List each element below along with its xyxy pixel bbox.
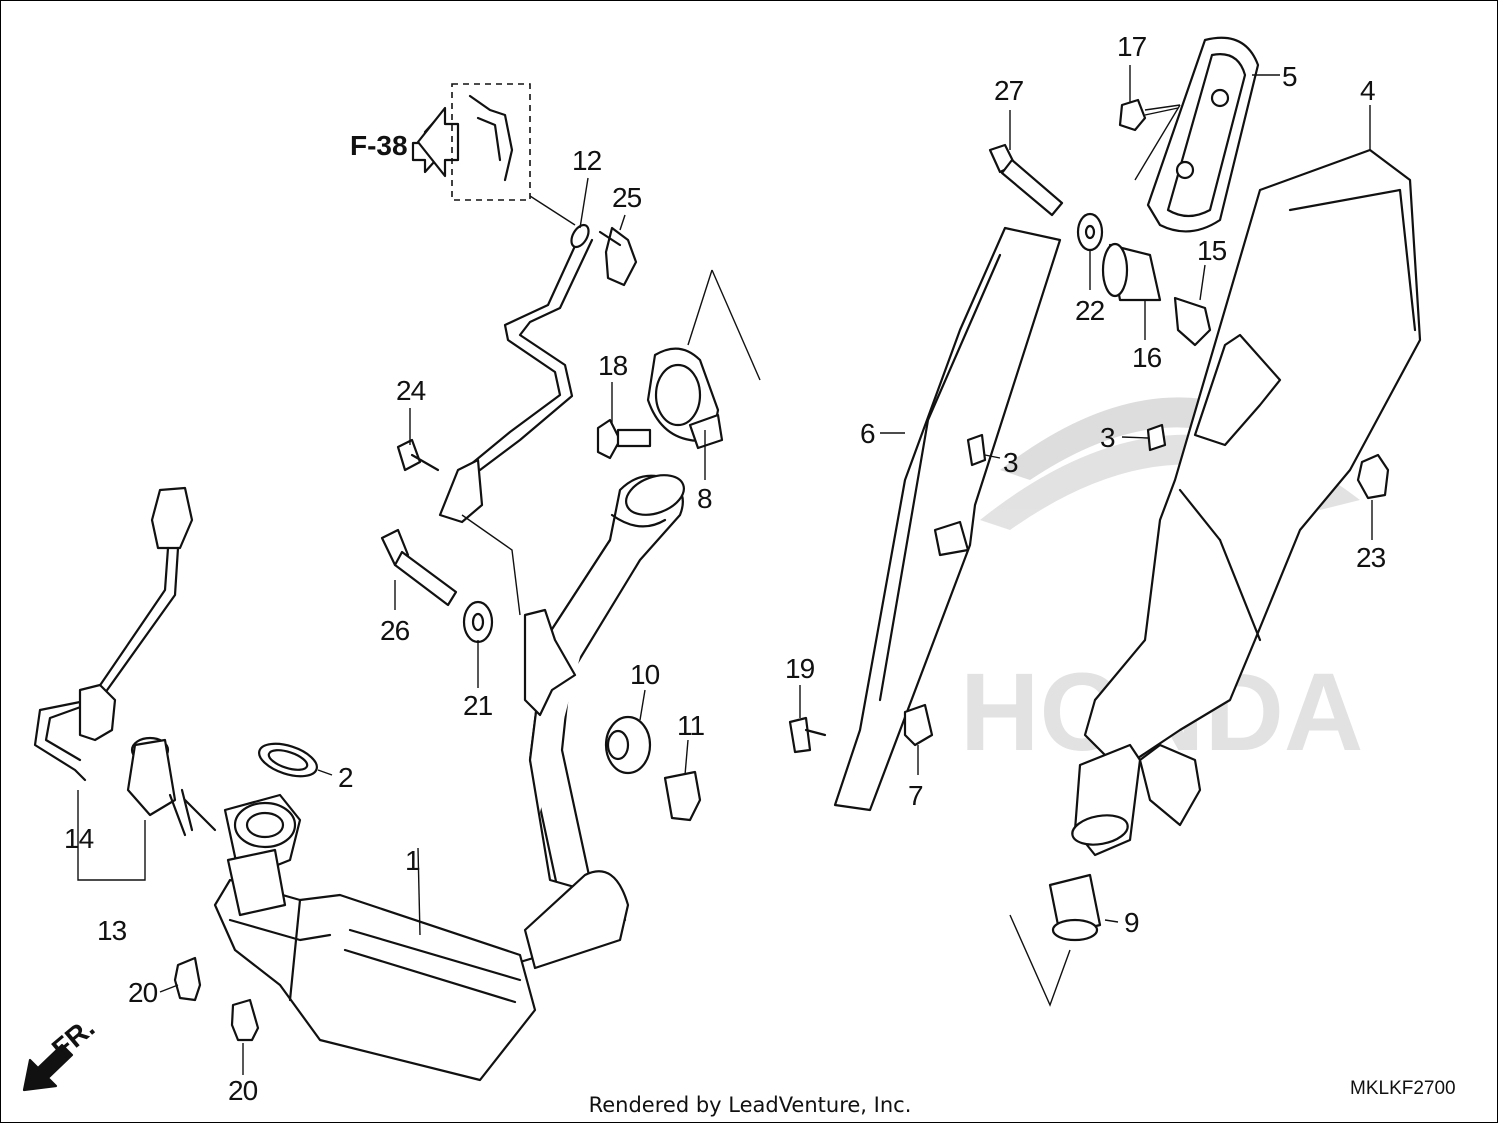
pipe-bracket	[461, 514, 577, 717]
f38-dashed-box	[451, 83, 531, 201]
callout-24: 24	[396, 375, 426, 406]
callout-13: 13	[97, 915, 127, 946]
callout-2: 2	[338, 762, 353, 793]
bolt-24	[396, 438, 440, 472]
washer-22	[1076, 212, 1104, 252]
diagram-code: MKLKF2700	[1350, 1078, 1456, 1099]
grommet-3-a	[966, 433, 987, 467]
catalyzer-body	[213, 793, 537, 1082]
bolt-18	[596, 418, 652, 460]
collar-9	[1009, 873, 1119, 1007]
callout-19: 19	[785, 653, 815, 684]
front-arrow: FR.	[22, 1012, 100, 1092]
callout-9: 9	[1124, 907, 1139, 938]
callout-5: 5	[1282, 61, 1297, 92]
callout-23: 23	[1356, 542, 1386, 573]
callout-26: 26	[380, 615, 410, 646]
callout-10: 10	[630, 659, 660, 690]
collar-7	[903, 703, 934, 747]
callout-4: 4	[1360, 75, 1375, 106]
grommet-3-b	[1146, 423, 1167, 452]
callouts: 1 2 3 3 4 5 6 7 8 9 10 11 12 13 14 15 16…	[64, 31, 1387, 1106]
callout-1: 1	[405, 845, 420, 876]
bolt-25	[598, 226, 638, 287]
collar-11	[663, 770, 702, 822]
callout-7: 7	[908, 780, 923, 811]
muffler-4	[1071, 148, 1422, 857]
bolt-19	[788, 716, 827, 754]
o2-sensor	[33, 486, 217, 881]
footer-credit: Rendered by LeadVenture, Inc.	[588, 1093, 912, 1117]
f38-label: F-38	[350, 130, 408, 161]
nut-20-a	[173, 956, 202, 1002]
callout-3b: 3	[1100, 422, 1115, 453]
callout-14: 14	[64, 823, 94, 854]
callout-6: 6	[860, 418, 875, 449]
nut-23	[1356, 453, 1390, 500]
callout-20a: 20	[128, 977, 158, 1008]
f38-reference: F-38	[350, 83, 531, 201]
callout-12: 12	[572, 145, 602, 176]
callout-18: 18	[598, 350, 628, 381]
callout-21: 21	[463, 690, 493, 721]
callout-3a: 3	[1003, 447, 1018, 478]
washer-21	[462, 600, 494, 644]
callout-20b: 20	[228, 1075, 258, 1106]
ground-wire	[438, 195, 594, 524]
leader-lines	[159, 65, 1373, 1075]
callout-27: 27	[994, 75, 1024, 106]
callout-8: 8	[697, 483, 712, 514]
nut-17	[1118, 98, 1179, 132]
collar-16	[1101, 242, 1162, 302]
callout-22: 22	[1075, 295, 1105, 326]
callout-17: 17	[1117, 31, 1147, 62]
bolt-27	[988, 143, 1064, 217]
exhaust-pipe-1	[499, 474, 685, 970]
bolt-15	[1173, 296, 1212, 347]
gasket-2	[258, 742, 333, 778]
callout-16: 16	[1132, 342, 1162, 373]
clamp-8	[646, 269, 761, 450]
callout-11: 11	[677, 710, 704, 741]
heat-shield-6	[833, 226, 1062, 812]
grommet-10	[604, 715, 652, 775]
callout-15: 15	[1197, 235, 1227, 266]
cover-5	[1134, 36, 1280, 233]
bolt-26	[380, 528, 458, 607]
nut-20-b	[230, 998, 260, 1042]
callout-25: 25	[612, 182, 642, 213]
